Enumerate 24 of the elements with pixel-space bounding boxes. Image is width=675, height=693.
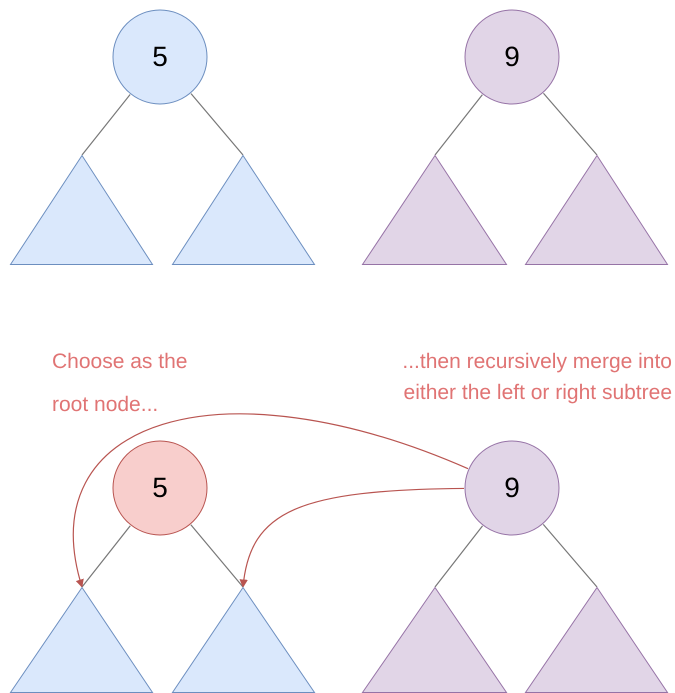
subtree-triangle — [525, 587, 668, 693]
node-circle: 5 — [112, 9, 208, 105]
node-circle: 9 — [464, 9, 560, 105]
subtree-triangle — [10, 155, 153, 265]
subtree-triangle — [362, 587, 507, 693]
arrow — [73, 413, 468, 588]
tree-edge — [434, 94, 483, 156]
tree-edge — [434, 526, 483, 588]
node-circle: 5 — [112, 440, 208, 536]
tree-edge — [190, 93, 244, 156]
subtree-triangle — [362, 155, 507, 265]
tree-edge — [82, 94, 131, 156]
annotation-note: ...then recursively merge into either the left or right subtree — [401, 349, 672, 406]
tree-edge — [543, 92, 598, 156]
subtree-triangle — [172, 587, 315, 693]
arrow — [240, 488, 464, 588]
node-circle: 9 — [464, 440, 560, 536]
subtree-triangle — [525, 155, 668, 265]
tree-edge — [542, 524, 598, 588]
subtree-triangle — [10, 587, 153, 693]
subtree-triangle — [172, 155, 315, 265]
tree-edge — [190, 524, 244, 588]
annotation-note: Choose as the root node... — [52, 349, 188, 418]
tree-edge — [82, 525, 131, 588]
